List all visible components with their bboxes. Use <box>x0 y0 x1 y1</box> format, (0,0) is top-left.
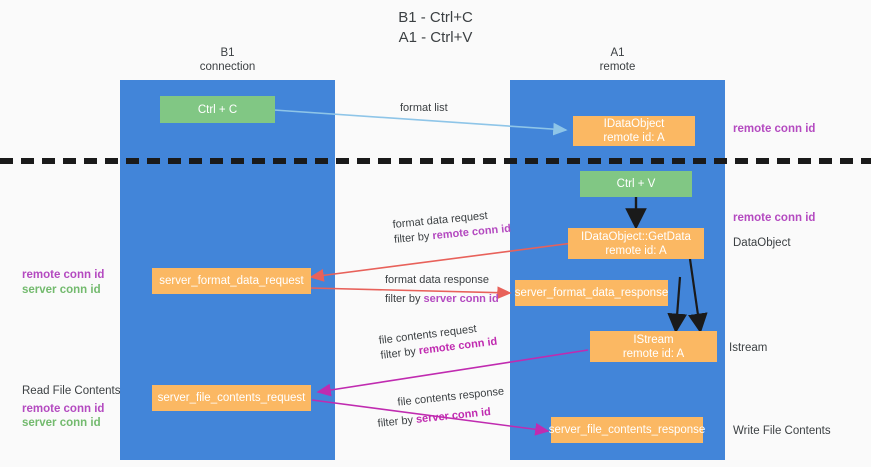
node-getdata-line2: remote id: A <box>605 244 667 257</box>
edge-label-format-list: format list <box>400 102 448 114</box>
node-server-format-data-request[interactable]: server_format_data_request <box>152 268 311 294</box>
node-ctrl-v[interactable]: Ctrl + V <box>580 171 692 197</box>
label-left-remote-conn-id-2: remote conn id <box>22 403 105 415</box>
node-server-file-contents-response-label: server_file_contents_response <box>548 424 706 436</box>
filter-key-server-conn-id: server conn id <box>423 293 499 305</box>
filter-prefix: filter by <box>393 230 434 246</box>
node-server-file-contents-request-label: server_file_contents_request <box>157 392 306 404</box>
node-server-format-data-request-label: server_format_data_request <box>159 275 304 287</box>
filter-prefix-3: filter by <box>379 345 420 362</box>
column-header-b1-name: B1 <box>220 47 235 59</box>
node-ctrl-c-label: Ctrl + C <box>197 103 238 116</box>
node-istream[interactable]: IStream remote id: A <box>590 331 717 362</box>
node-server-format-data-response-label: server_format_data_response <box>514 287 669 299</box>
column-header-a1-role: remote <box>599 61 636 73</box>
node-istream-line2: remote id: A <box>622 347 685 360</box>
label-read-file-contents: Read File Contents <box>22 385 121 397</box>
title-line-1: B1 - Ctrl+C <box>398 9 473 26</box>
column-header-a1-name: A1 <box>610 47 625 59</box>
title-line-2: A1 - Ctrl+V <box>398 29 473 46</box>
edge-label-file-contents-response-filter: filter by server conn id <box>377 403 507 431</box>
node-idataobject-getdata[interactable]: IDataObject::GetData remote id: A <box>568 228 704 259</box>
edge-label-format-data-response: format data response filter by server co… <box>385 273 499 307</box>
edge-label-format-data-request: format data request filter by remote con… <box>392 207 512 248</box>
label-left-server-conn-id: server conn id <box>22 284 101 296</box>
node-idataobject[interactable]: IDataObject remote id: A <box>573 116 695 146</box>
column-header-b1: B1 connection <box>120 46 335 74</box>
edge-label-format-data-response-filter: filter by server conn id <box>385 292 499 307</box>
label-remote-conn-id-mid: remote conn id <box>733 212 816 224</box>
filter-prefix-2: filter by <box>385 293 424 305</box>
node-istream-line1: IStream <box>633 333 674 346</box>
boundary-divider <box>0 158 871 164</box>
node-idataobject-line1: IDataObject <box>603 118 665 130</box>
label-write-file-contents: Write File Contents <box>733 425 831 437</box>
node-server-file-contents-response[interactable]: server_file_contents_response <box>548 417 706 443</box>
edge-label-file-contents-request: file contents request filter by remote c… <box>378 320 498 364</box>
filter-key-server-conn-id-2: server conn id <box>415 406 492 426</box>
column-header-a1: A1 remote <box>510 46 725 74</box>
edge-label-file-contents-response: file contents response filter by server … <box>375 385 507 432</box>
node-server-format-data-response[interactable]: server_format_data_response <box>515 280 668 306</box>
filter-prefix-4: filter by <box>377 413 417 430</box>
node-server-file-contents-request[interactable]: server_file_contents_request <box>152 385 311 411</box>
label-istream: Istream <box>729 342 768 354</box>
column-header-b1-role: connection <box>199 61 256 73</box>
node-ctrl-v-label: Ctrl + V <box>616 178 656 190</box>
edge-label-format-data-response-title: format data response <box>385 274 489 286</box>
label-remote-conn-id-top: remote conn id <box>733 123 816 135</box>
label-left-server-conn-id-2: server conn id <box>22 417 101 429</box>
label-data-object: DataObject <box>733 237 791 249</box>
diagram-title: B1 - Ctrl+C A1 - Ctrl+V <box>0 8 871 48</box>
node-getdata-line1: IDataObject::GetData <box>581 230 691 243</box>
node-idataobject-line2: remote id: A <box>603 132 665 144</box>
label-left-remote-conn-id: remote conn id <box>22 269 105 281</box>
node-ctrl-c[interactable]: Ctrl + C <box>160 96 275 123</box>
